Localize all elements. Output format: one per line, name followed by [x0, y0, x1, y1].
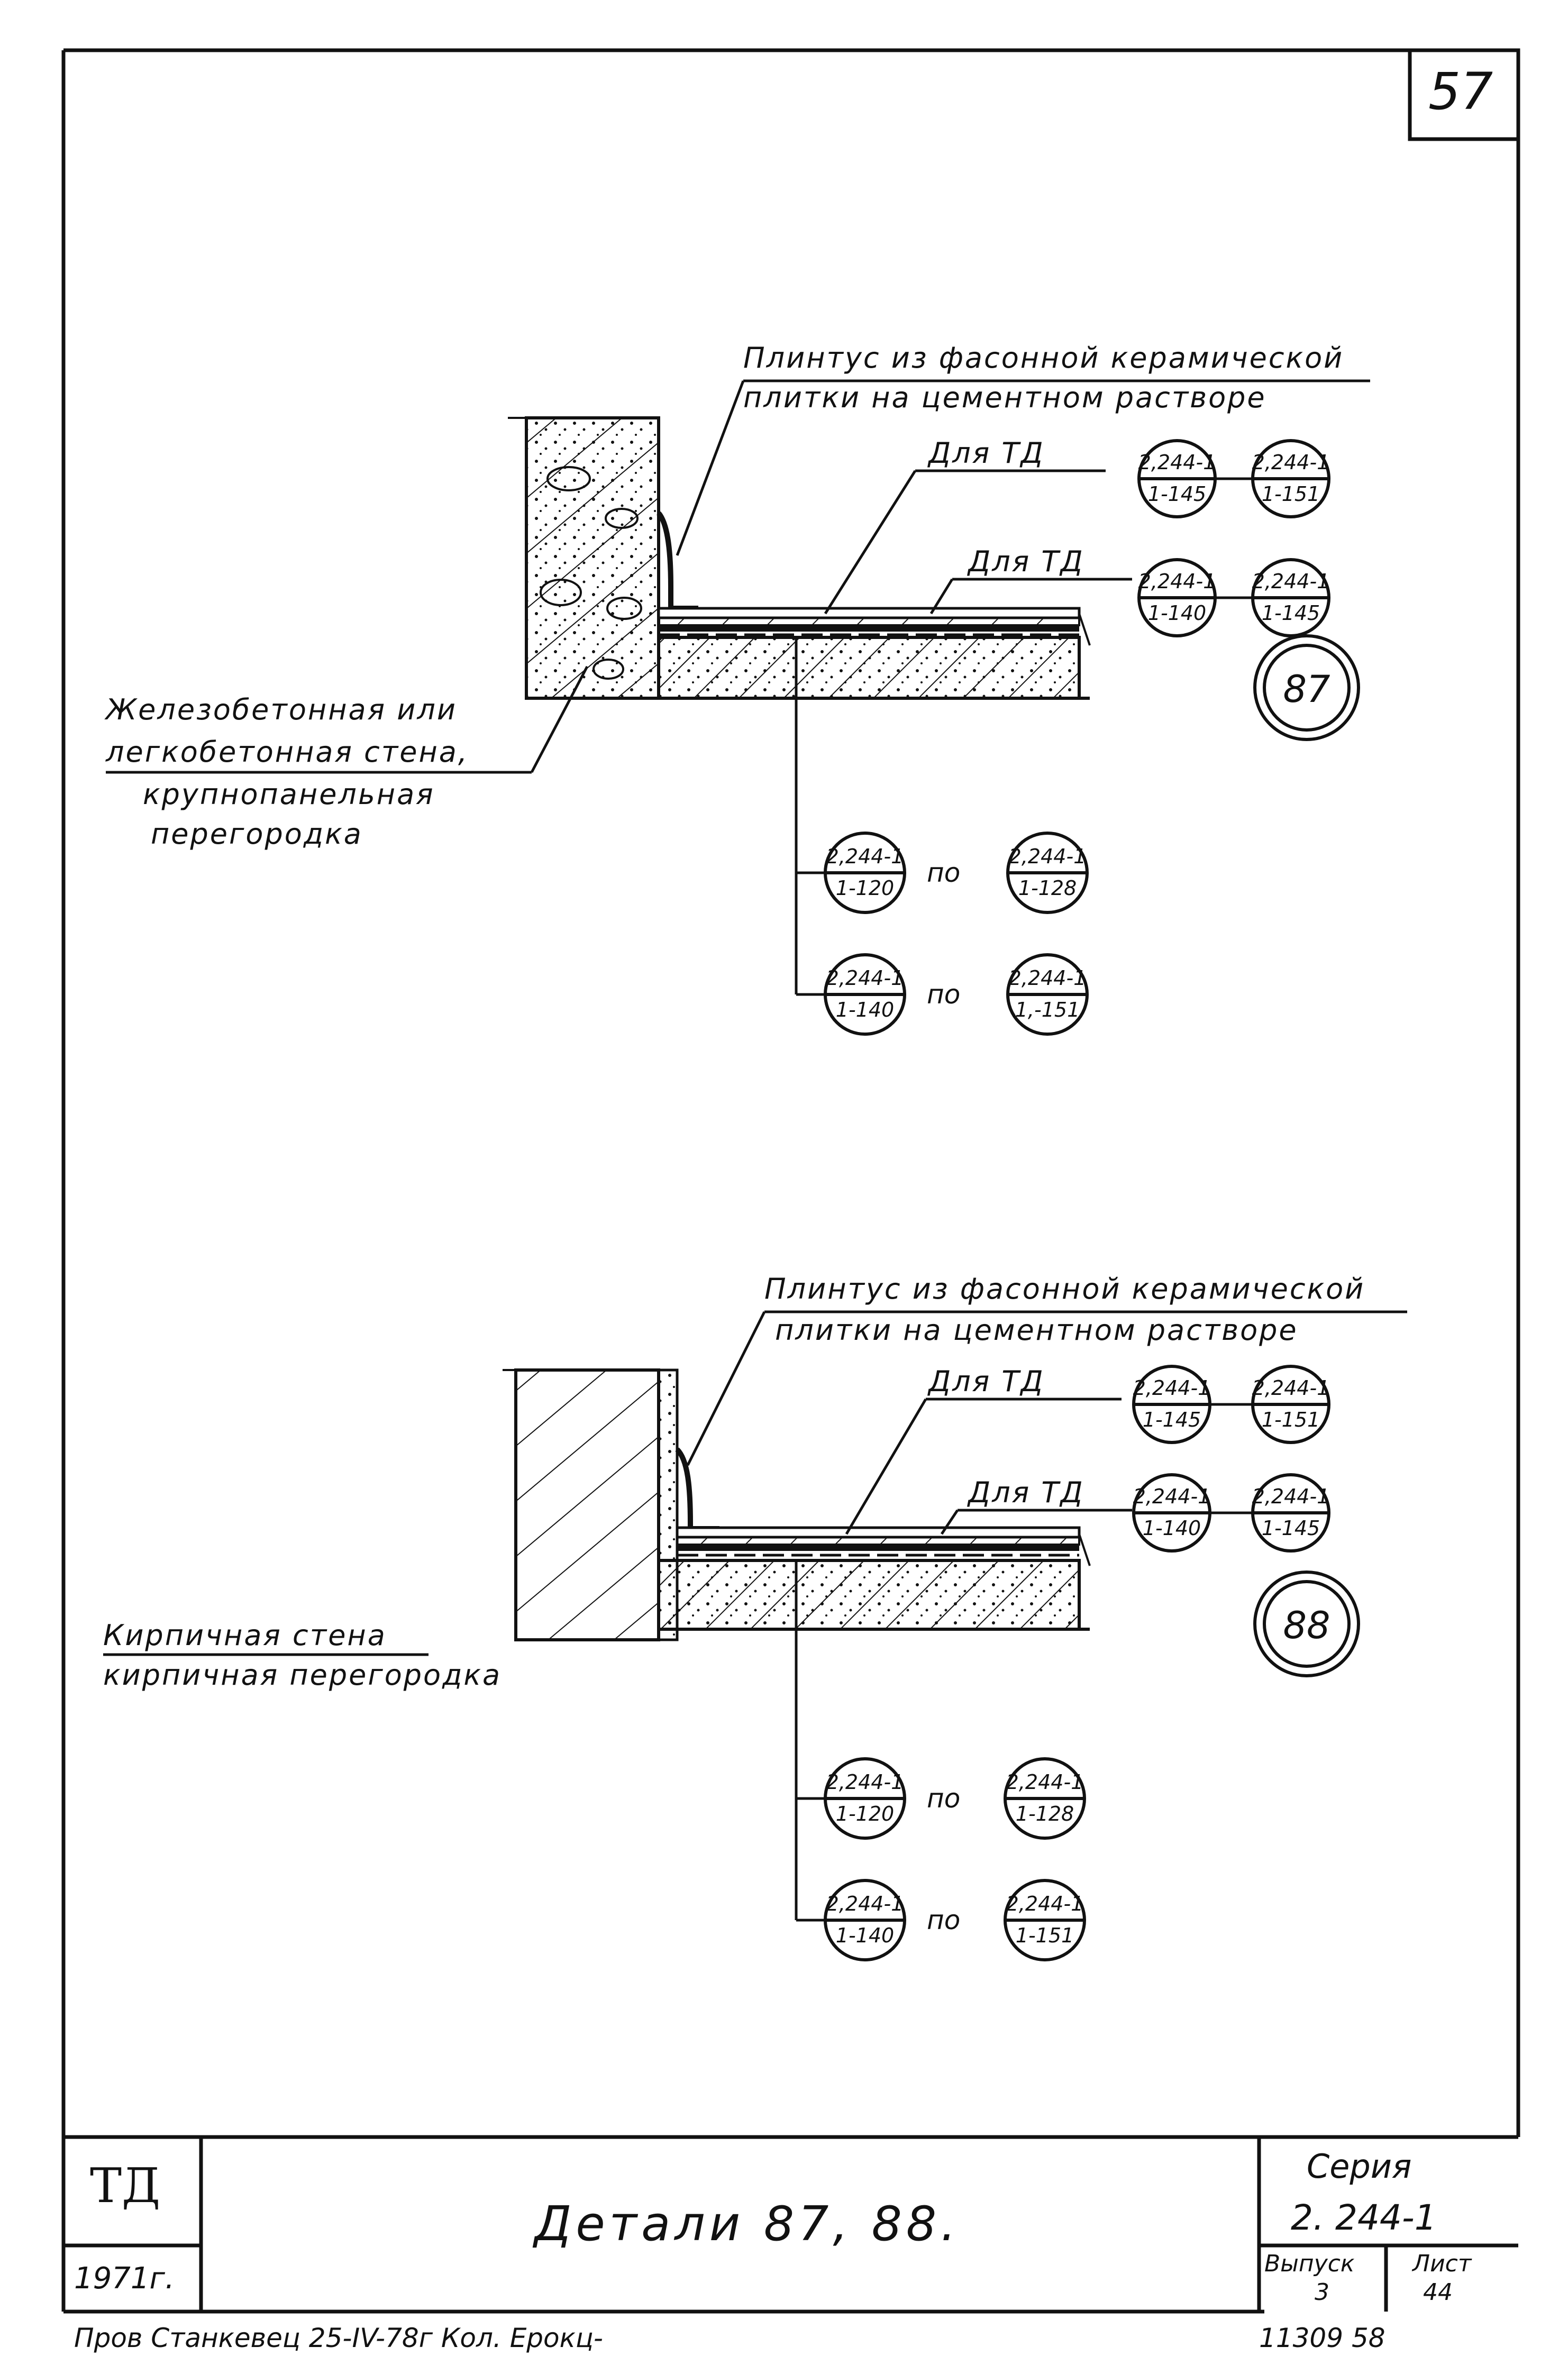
sheet-value: 44 — [1423, 2279, 1453, 2306]
detail-87-base-ref-2-to-top: 2,244-1 — [1008, 966, 1087, 990]
detail-88-base-ref-2-to-bottom: 1-151 — [1015, 1924, 1074, 1947]
detail-87-base-ref-1-to-bottom: 1-128 — [1018, 876, 1077, 900]
series-value: 2. 244-1 — [1291, 2197, 1437, 2238]
year-label: 1971г. — [74, 2261, 175, 2296]
detail-88-ref-2-top: 2,244-1 — [1252, 1376, 1330, 1400]
detail-87-number: 87 — [1283, 668, 1330, 711]
detail-88-ref-3-top: 2,244-1 — [1133, 1485, 1211, 1508]
detail-88-leaders — [103, 1310, 1407, 1922]
detail-87-base-ref-2-from-bottom: 1-140 — [835, 998, 895, 1021]
detail-88-for-td-label-2: Для ТД — [968, 1476, 1084, 1509]
detail-88-wall-label-line1: Кирпичная стена — [103, 1619, 387, 1652]
detail-87-for-td-label-2: Для ТД — [968, 545, 1084, 578]
detail-87-ref-2-bottom: 1-151 — [1261, 482, 1320, 506]
detail-87-plinth-label-line2: плитки на цементном растворе — [743, 381, 1266, 414]
sheet-title: Детали 87, 88. — [534, 2196, 960, 2252]
detail-87-wall-label-line3: крупнопанельная — [143, 778, 435, 811]
series-label: Серия — [1307, 2147, 1412, 2186]
detail-87-base-ref-1-from-top: 2,244-1 — [826, 845, 904, 868]
page-number: 57 — [1428, 62, 1493, 121]
detail-87-base-ref-1-word: по — [927, 857, 961, 888]
detail-87-ref-circles — [824, 439, 1360, 1036]
issue-value: 3 — [1315, 2279, 1329, 2306]
detail-87-wall-label-line2: легкобетонная стена, — [106, 735, 469, 769]
footer-archive-number: 11309 58 — [1259, 2323, 1385, 2353]
detail-87-ref-3-bottom: 1-140 — [1147, 601, 1207, 625]
detail-88-base-ref-2-word: по — [927, 1905, 961, 1935]
detail-87-section — [508, 416, 1091, 700]
detail-88-ref-3-bottom: 1-140 — [1142, 1517, 1201, 1540]
detail-88-ref-4-top: 2,244-1 — [1252, 1485, 1330, 1508]
detail-87-for-td-label-1: Для ТД — [928, 436, 1045, 470]
detail-88-number: 88 — [1283, 1604, 1330, 1647]
detail-88-for-td-label-1: Для ТД — [928, 1365, 1045, 1398]
detail-87-wall-label-line4: перегородка — [151, 817, 363, 851]
detail-87-base-ref-2-to-bottom: 1,-151 — [1015, 998, 1080, 1021]
sheet-frame — [61, 48, 1520, 2314]
detail-88-base-ref-1-from-bottom: 1-120 — [835, 1802, 895, 1825]
detail-88-plinth-label-line2: плитки на цементном растворе — [775, 1313, 1298, 1347]
detail-87-leaders — [106, 379, 1370, 996]
detail-87-ref-3-top: 2,244-1 — [1138, 570, 1216, 593]
detail-87-ref-4-bottom: 1-145 — [1261, 601, 1320, 625]
detail-88-ref-1-top: 2,244-1 — [1133, 1376, 1211, 1400]
detail-88-plinth-label-line1: Плинтус из фасонной керамической — [764, 1272, 1365, 1305]
detail-88-base-ref-2-from-top: 2,244-1 — [826, 1892, 904, 1915]
detail-88-base-ref-1-word: по — [927, 1783, 961, 1814]
detail-88-base-ref-1-to-bottom: 1-128 — [1015, 1802, 1074, 1825]
detail-88-base-ref-2-from-bottom: 1-140 — [835, 1924, 895, 1947]
detail-87-base-ref-1-from-bottom: 1-120 — [835, 876, 895, 900]
detail-88-ref-4-bottom: 1-145 — [1261, 1517, 1320, 1540]
page-number-box — [1408, 48, 1520, 141]
detail-88-base-ref-1-from-top: 2,244-1 — [826, 1770, 904, 1794]
sheet-label: Лист — [1412, 2250, 1472, 2277]
detail-87-plinth-label-line1: Плинтус из фасонной керамической — [743, 341, 1344, 375]
detail-88-ref-2-bottom: 1-151 — [1261, 1408, 1320, 1431]
detail-88-ref-1-bottom: 1-145 — [1142, 1408, 1201, 1431]
detail-88-base-ref-2-to-top: 2,244-1 — [1006, 1892, 1084, 1915]
detail-87-ref-4-top: 2,244-1 — [1252, 570, 1330, 593]
detail-88-base-ref-1-to-top: 2,244-1 — [1006, 1770, 1084, 1794]
detail-87-base-ref-1-to-top: 2,244-1 — [1008, 845, 1087, 868]
detail-88-wall-label-line2: кирпичная перегородка — [103, 1658, 502, 1692]
detail-87-base-ref-2-word: по — [927, 979, 961, 1010]
issue-label: Выпуск — [1264, 2250, 1355, 2277]
detail-87-ref-1-bottom: 1-145 — [1147, 482, 1207, 506]
detail-88-ref-circles — [824, 1365, 1360, 1961]
td-stamp-logo: ТД — [90, 2158, 161, 2214]
detail-88-section — [503, 1368, 1091, 1641]
detail-87-ref-2-top: 2,244-1 — [1252, 451, 1330, 474]
detail-87-base-ref-2-from-top: 2,244-1 — [826, 966, 904, 990]
footer-signatures: Пров Станкевец 25-IV-78г Кол. Ерокц- — [74, 2323, 603, 2353]
detail-87-ref-1-top: 2,244-1 — [1138, 451, 1216, 474]
detail-87-wall-label-line1: Железобетонная или — [106, 693, 457, 726]
